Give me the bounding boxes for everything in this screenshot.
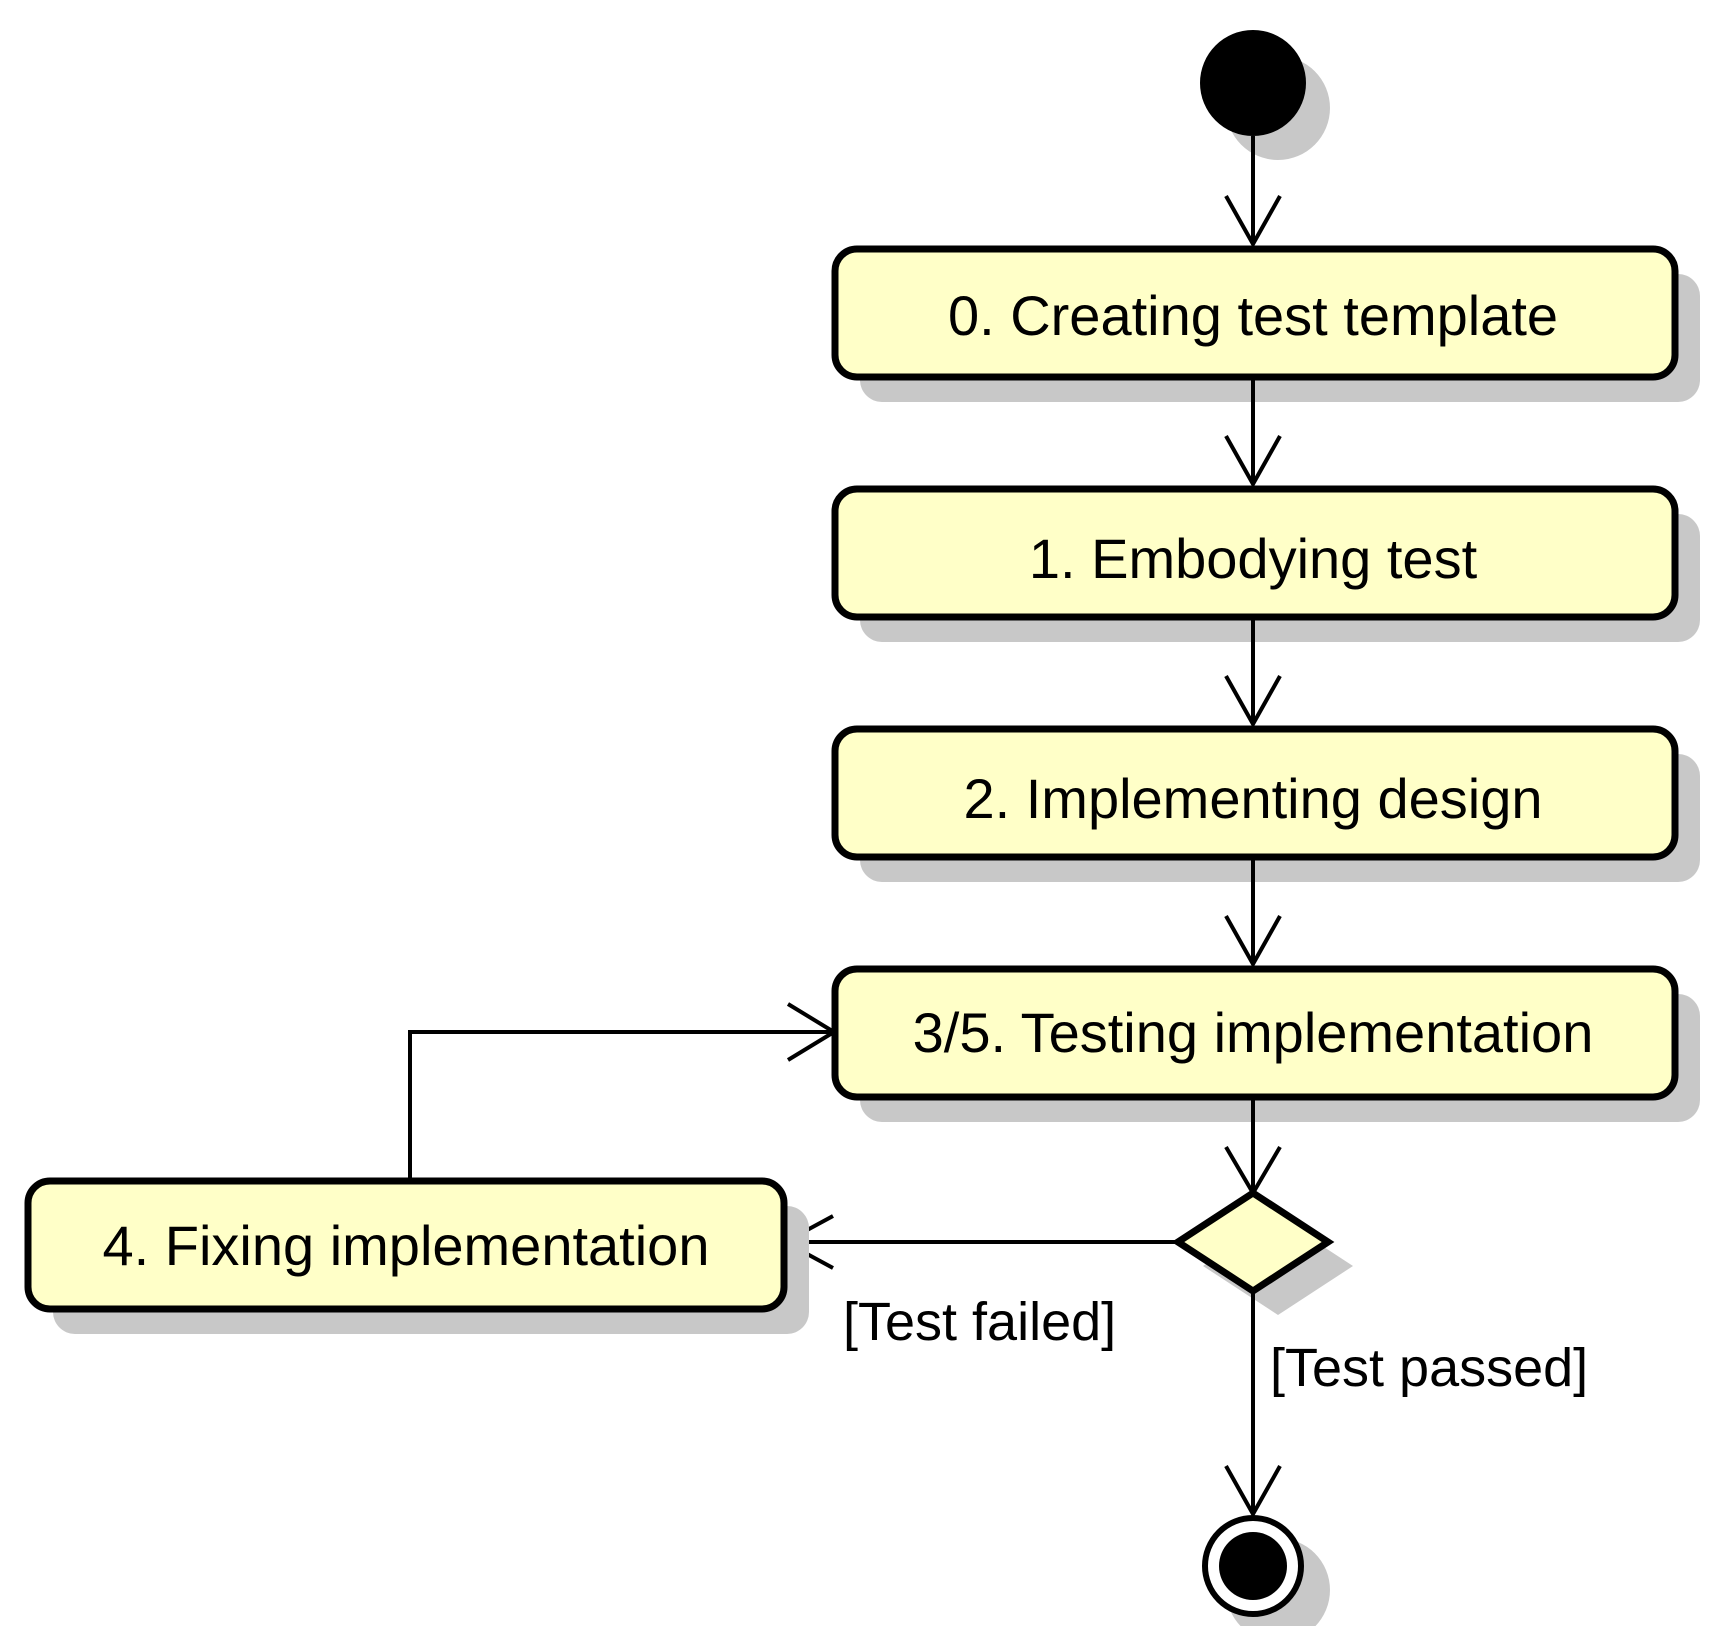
step-2-label: 2. Implementing design bbox=[963, 767, 1542, 830]
step-4-label: 4. Fixing implementation bbox=[103, 1214, 710, 1277]
step-0-label: 0. Creating test template bbox=[948, 284, 1558, 347]
edge-decision-to-final bbox=[1224, 1291, 1282, 1519]
step-1-label: 1. Embodying test bbox=[1029, 527, 1478, 590]
edge-step-4-to-step-3 bbox=[408, 1002, 838, 1181]
edge-step-2-to-step-3 bbox=[1224, 857, 1282, 969]
edge-start-to-step-0 bbox=[1224, 136, 1282, 249]
final-node bbox=[1202, 1515, 1330, 1626]
step-3-5-label: 3/5. Testing implementation bbox=[913, 1001, 1594, 1064]
edge-step-1-to-step-2 bbox=[1224, 617, 1282, 729]
step-3-5-node: 3/5. Testing implementation bbox=[831, 965, 1700, 1122]
guard-test-failed: [Test failed] bbox=[843, 1292, 1116, 1352]
edge-step-0-to-step-1 bbox=[1224, 377, 1282, 489]
decision-node bbox=[1171, 1188, 1353, 1315]
initial-node bbox=[1200, 30, 1330, 160]
edge-decision-to-step-4 bbox=[780, 1214, 1178, 1270]
step-1-node: 1. Embodying test bbox=[831, 485, 1700, 642]
step-4-node: 4. Fixing implementation bbox=[24, 1177, 809, 1334]
guard-test-passed: [Test passed] bbox=[1270, 1338, 1588, 1398]
step-0-node: 0. Creating test template bbox=[831, 245, 1700, 402]
step-2-node: 2. Implementing design bbox=[831, 725, 1700, 882]
